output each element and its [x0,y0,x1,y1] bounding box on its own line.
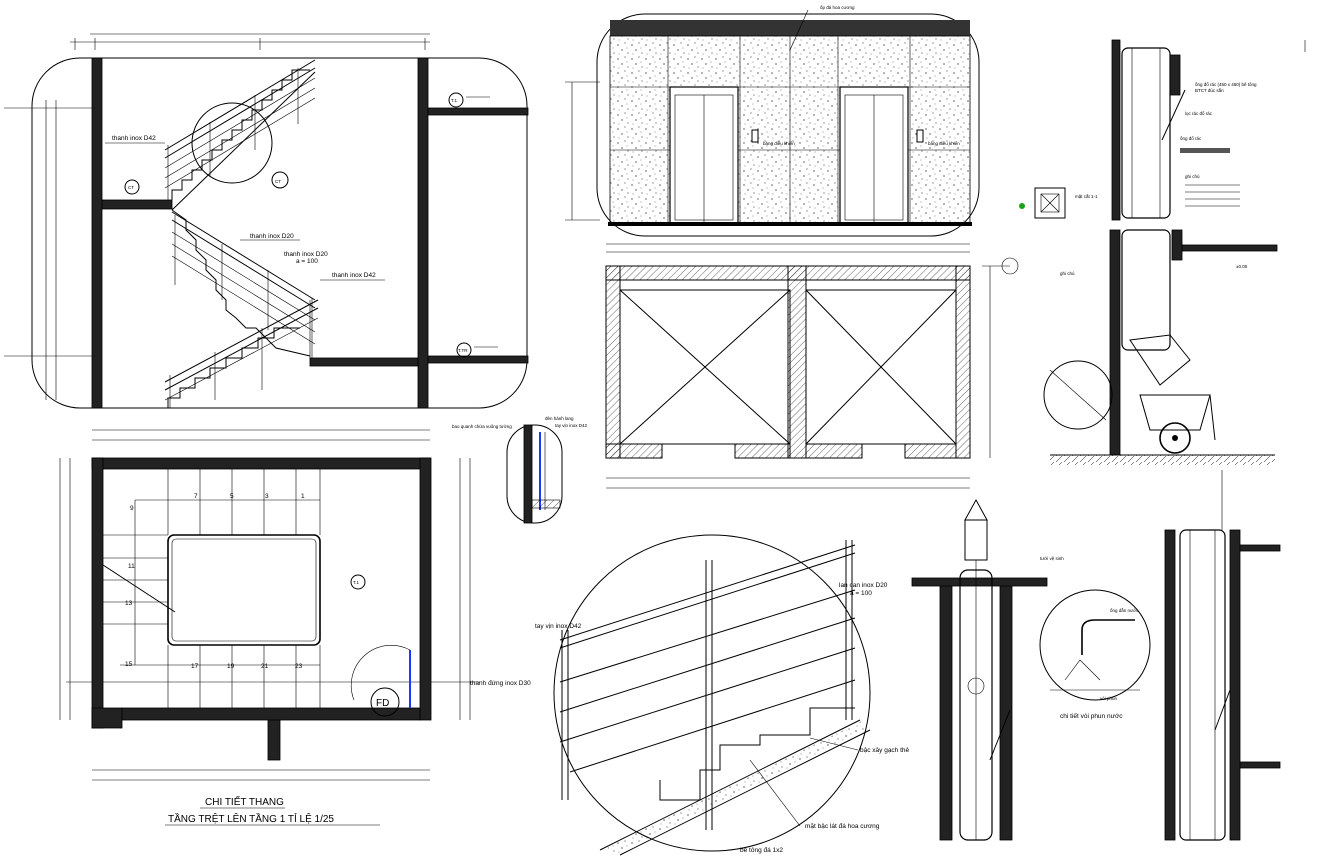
detail-concrete-label: bê tông đá 1x2 [740,847,783,854]
handrail-d42-label-left: thanh inox D42 [112,135,156,142]
step-number-17: 17 [191,663,199,670]
handrail-d42-label-right: thanh inox D42 [332,272,376,279]
nozzle-label: vòi phun [1100,696,1118,701]
plan-level-tag-t1: T.1 [353,580,360,585]
detail-stone-finish-label: mặt bậc lát đá hoa cương [805,823,880,830]
control-panel-label-left: bảng điều khiển [763,140,795,146]
chute-top-label-1: ống đổ rác (450 x 450) bê tông [1195,81,1257,87]
step-number-23: 23 [295,663,303,670]
stair-plan-view: 7 5 3 1 9 11 13 15 17 19 21 23 T.1 FD th… [59,429,531,826]
chute-side-label: ống đổ rác [1180,135,1202,141]
step-number-19: 19 [227,663,235,670]
small-handrail-label: tay vịn inox D42 [555,423,588,428]
trash-chute-top: ống đổ rác (450 x 450) bê tông BTCT đúc … [1019,39,1257,221]
wall-bracket-label: bao quanh chừa vuông tường [452,424,512,429]
trash-chute-base: ghi chú ±0.00 [1043,229,1278,465]
step-number-13: 13 [125,600,133,607]
stair-section-view: CT CT thanh inox D42 thanh inox D20 than… [4,33,529,409]
detail-handrail-label: tay vịn inox D42 [535,623,582,630]
step-number-3: 3 [265,493,269,500]
sprinkler-detail-label: chi tiết vòi phun nước [1060,711,1123,720]
step-number-15: 15 [125,661,133,668]
step-number-5: 5 [230,493,234,500]
elevator-shaft-plan [605,243,1019,489]
ground-level-mark: ±0.00 [1236,264,1248,269]
step-number-1: 1 [301,493,305,500]
chute-top-label-2: BTCT đúc sẵn [1195,87,1224,93]
railing-detail-circle: tay vịn inox D42 lan can inox D20 a = 10… [535,534,910,857]
chute-plan-label: mặt cắt 1-1 [1075,193,1098,199]
fd-mark: FD [376,698,389,709]
step-number-7: 7 [194,493,198,500]
detail-tread-label: bậc xây gạch thẻ [860,747,910,754]
bar-d20-spacing-label-1: thanh inox D20 [284,251,328,258]
sprinkler-label: tưới vệ sinh [1040,556,1064,561]
bar-d20-spacing-label-2: a = 100 [296,258,318,265]
detail-spindles-label-1: lan can inox D20 [839,582,888,589]
control-panel-label-right: bảng điều khiển [928,140,960,146]
step-number-11: 11 [128,563,135,570]
chute-base-notes: ghi chú [1060,271,1075,276]
step-number-9: 9 [130,505,134,512]
chute-notes-heading: ghi chú [1185,174,1200,179]
bar-d20-label: thanh inox D20 [250,233,294,240]
chute-right-section [1164,470,1281,841]
section-tag-ct: CT [128,185,134,190]
detail-tag: CT [275,179,281,184]
standing-bar-label: thanh đứng inox D30 [470,680,531,687]
step-number-21: 21 [261,663,269,670]
elevation-top-label: ốp đá hoa cương [820,5,855,10]
level-tag-tr: T.TR [458,348,468,353]
corridor-light-label: đèn hành lang [545,416,574,421]
small-handrail-detail: bao quanh chừa vuông tường tay vịn inox … [452,416,588,524]
level-tag-t1: T.1 [451,98,458,103]
detail-spindles-label-2: a = 100 [850,590,872,597]
chute-sprinkler-section: ống dẫn nước vòi phun chi tiết vòi phun … [911,498,1151,841]
stair-detail-subtitle: TẦNG TRỆT LÊN TẦNG 1 TỈ LỆ 1/25 [168,812,334,825]
chute-valve-label: lọc rác đổ rác [1185,110,1213,116]
stair-detail-title: CHI TIẾT THANG [205,795,284,808]
elevator-elevation-view: ốp đá hoa cương bảng điều khiển bảng điề… [565,5,980,237]
nozzle-pipe-label: ống dẫn nước [1110,607,1139,613]
